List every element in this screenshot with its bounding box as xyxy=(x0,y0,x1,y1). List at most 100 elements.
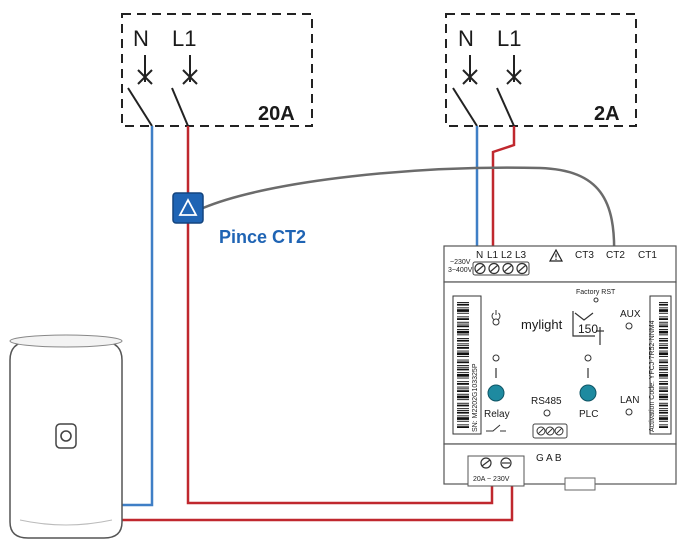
barcode-bar xyxy=(457,343,469,345)
breaker-right-n-label: N xyxy=(458,26,474,51)
terminal-label-l3: L3 xyxy=(515,250,527,261)
barcode-bar xyxy=(659,343,668,345)
barcode-bar xyxy=(457,410,469,411)
barcode-bar xyxy=(457,303,469,306)
barcode-bar xyxy=(457,390,469,392)
relay-label: Relay xyxy=(484,409,510,420)
barcode-bar xyxy=(659,345,668,347)
rs485-led xyxy=(543,409,551,417)
barcode-bar xyxy=(457,334,469,336)
barcode-bar xyxy=(659,323,668,325)
factory-reset-label: Factory RST xyxy=(576,289,616,296)
barcode-bar xyxy=(457,388,469,390)
barcode-bar xyxy=(457,359,469,361)
warning-icon xyxy=(548,248,564,262)
brand-name: mylight xyxy=(521,317,563,332)
barcode-bar xyxy=(457,420,469,422)
barcode-bar xyxy=(457,377,469,379)
barcode-bar xyxy=(457,415,469,417)
serial-number: SN: M2202G103325P xyxy=(472,363,479,432)
barcode-bar xyxy=(457,393,469,395)
activation-code: Activation Code: YFCJ-7R52-NNM4 xyxy=(649,320,656,432)
mylight-device: ~230V 3~400V N L1 L2 L3 CT3 CT2 CT1 SN: xyxy=(443,245,677,491)
barcode-bar xyxy=(659,365,668,366)
barcode-bar xyxy=(659,303,668,306)
thermostat-knob-icon xyxy=(55,423,77,449)
barcode-bar xyxy=(457,318,469,320)
barcode-bar xyxy=(659,350,668,352)
barcode-bar xyxy=(659,309,668,312)
barcode-bar xyxy=(457,312,469,314)
barcode-bar xyxy=(659,381,668,383)
barcode-bar xyxy=(457,352,469,356)
device-body xyxy=(443,281,677,445)
barcode-bar xyxy=(457,321,469,323)
barcode-bar xyxy=(659,372,668,374)
brand-logo-icon xyxy=(572,311,604,345)
relay-button[interactable] xyxy=(487,384,505,402)
ct1-label: CT1 xyxy=(638,250,657,261)
barcode-bar xyxy=(659,404,668,407)
barcode-bar xyxy=(659,420,668,422)
ct2-label: CT2 xyxy=(606,250,625,261)
breaker-left-rating: 20A xyxy=(258,103,295,125)
barcode-bar xyxy=(457,307,469,309)
barcode-bar xyxy=(457,395,469,399)
barcode-bar xyxy=(659,395,668,399)
barcode-bar xyxy=(659,359,668,361)
line-wire-heater xyxy=(122,478,514,522)
lan-label: LAN xyxy=(620,395,639,406)
barcode-bar xyxy=(457,350,469,352)
barcode-bar xyxy=(457,329,469,330)
barcode-bar xyxy=(659,366,668,368)
breaker-right-rating: 2A xyxy=(594,103,620,125)
barcode-bar xyxy=(457,339,469,342)
delta-icon xyxy=(178,198,198,216)
barcode-bar xyxy=(659,316,668,318)
barcode-bar xyxy=(659,383,668,385)
barcode-bar xyxy=(659,388,668,390)
barcode-bar xyxy=(457,404,469,407)
lan-led xyxy=(625,408,633,416)
barcode-bar xyxy=(457,402,469,404)
water-heater xyxy=(9,334,123,539)
barcode-bar xyxy=(659,334,668,336)
aux-led xyxy=(625,322,633,330)
model-number: 150 xyxy=(578,322,598,336)
clamp-box xyxy=(172,192,204,224)
breaker-right-frame xyxy=(445,13,637,127)
barcode-bar xyxy=(659,424,668,426)
neutral-wire-right xyxy=(475,126,482,263)
barcode-bar xyxy=(659,318,668,320)
barcode-bar xyxy=(457,374,469,377)
rs485-label: RS485 xyxy=(531,396,562,407)
barcode-bar xyxy=(659,377,668,379)
ct3-label: CT3 xyxy=(575,250,594,261)
barcode-bar xyxy=(457,386,469,388)
barcode-bar xyxy=(457,347,469,349)
plc-button[interactable] xyxy=(579,384,597,402)
barcode-bar xyxy=(659,374,668,377)
terminal-label-n: N xyxy=(476,250,483,261)
power-output-rating: 20A ~ 230V xyxy=(473,476,510,483)
barcode-bar xyxy=(659,402,668,404)
barcode-bar xyxy=(457,361,469,364)
breaker-left-l1-label: L1 xyxy=(172,26,196,51)
barcode-bar xyxy=(659,356,668,357)
barcode-bar xyxy=(457,323,469,325)
breaker-right-switches xyxy=(452,55,522,127)
barcode-bar xyxy=(659,352,668,356)
power-led xyxy=(492,318,500,326)
serial-barcode-label: SN: M2202G103325P xyxy=(452,295,482,435)
barcode-bar xyxy=(457,426,469,428)
barcode-bar xyxy=(457,302,469,303)
barcode-bar xyxy=(659,338,668,339)
barcode-bar xyxy=(659,307,668,309)
factory-reset-button[interactable] xyxy=(593,297,599,303)
rs485-terminal-block xyxy=(532,423,568,439)
line-wire-left xyxy=(186,126,494,505)
barcode-bar xyxy=(457,330,469,334)
barcode-bar xyxy=(659,426,668,428)
barcode-bar xyxy=(457,345,469,347)
